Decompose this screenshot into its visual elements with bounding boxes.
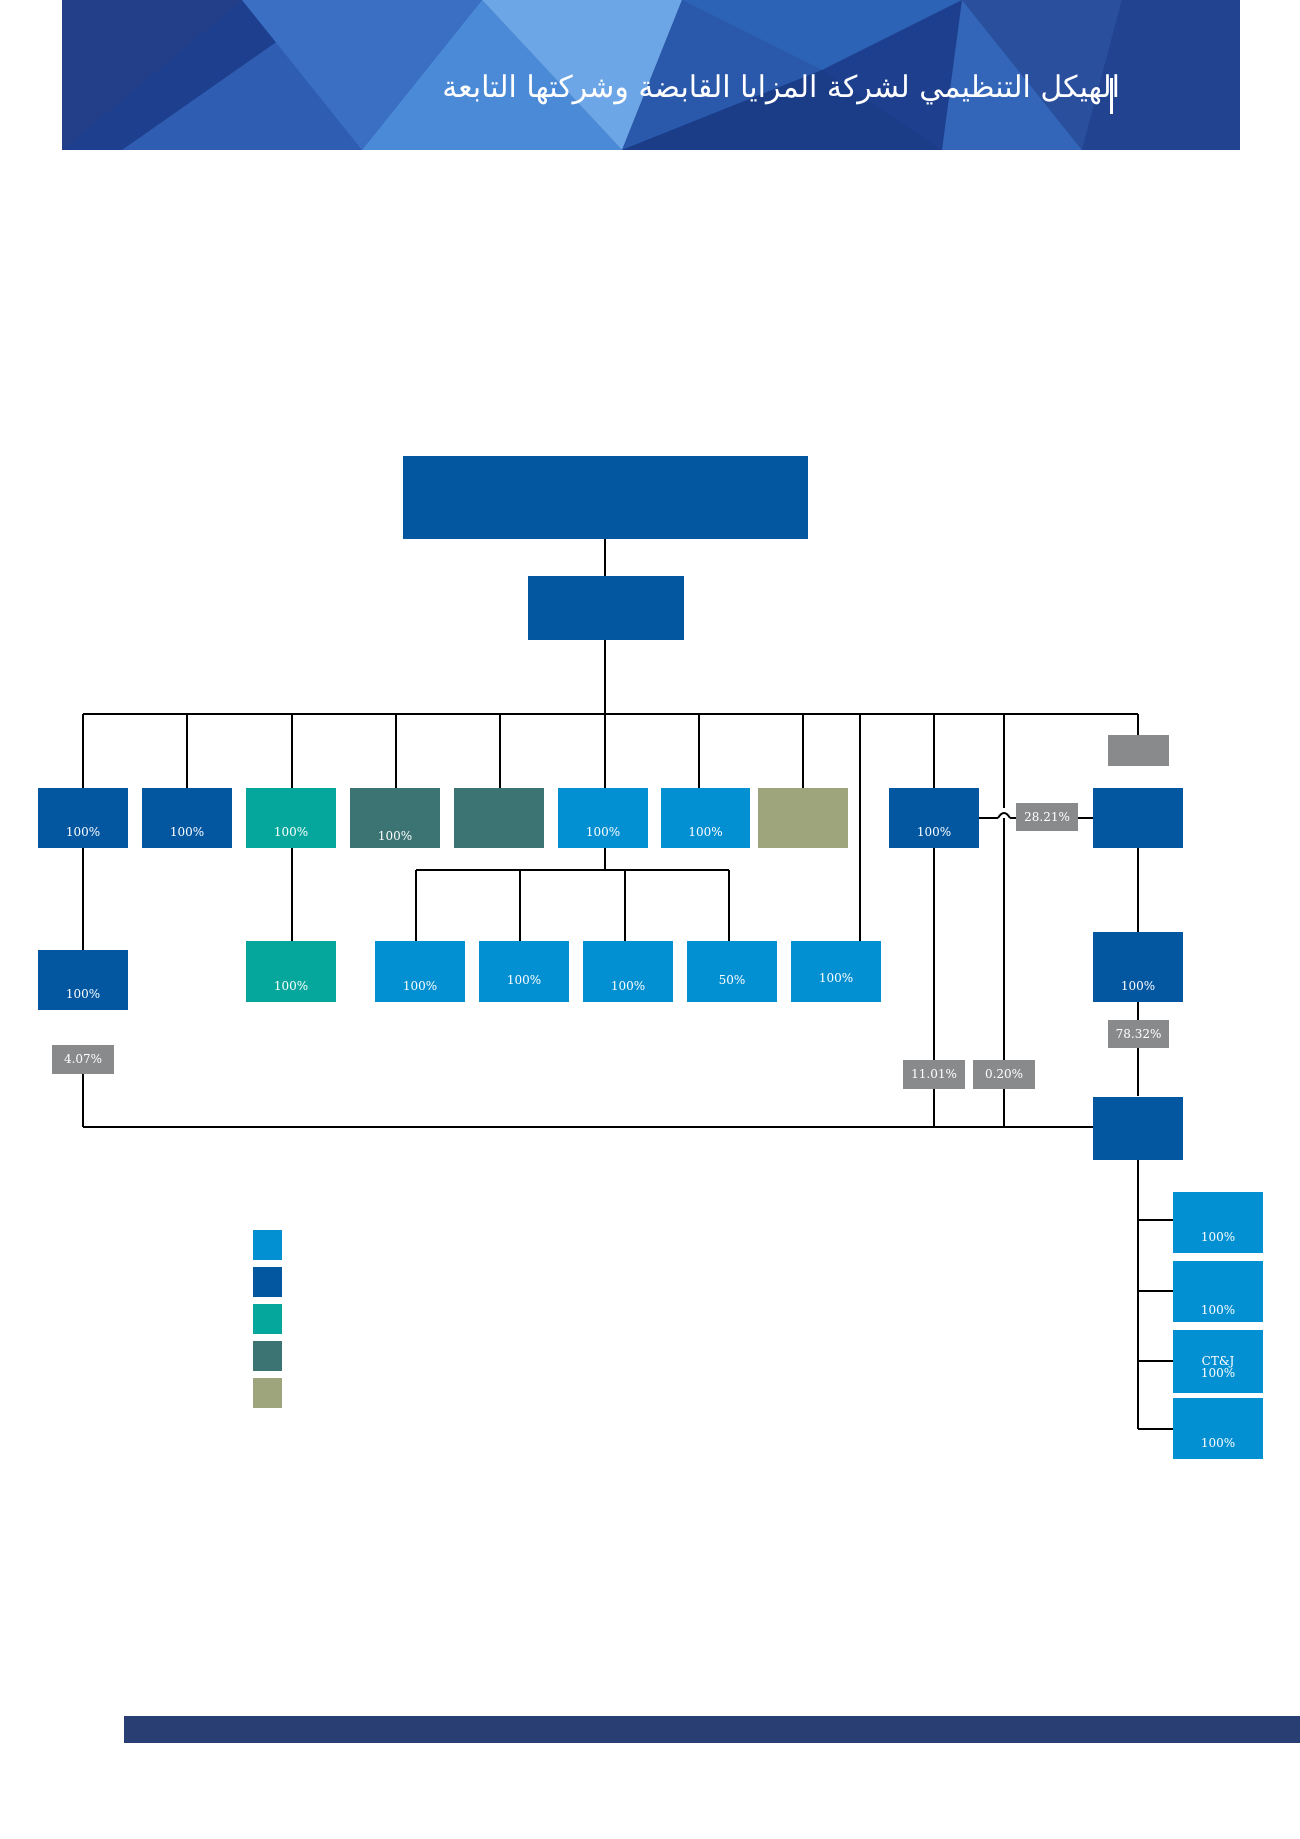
title-divider [1110, 78, 1113, 114]
subsidiary-box: 100% [142, 788, 232, 848]
ownership-label: 100% [402, 979, 438, 993]
ownership-label: 50% [718, 973, 746, 987]
header-banner: الهيكل التنظيمي لشركة المزايا القابضة وش… [62, 0, 1240, 150]
subsidiary-box: 100% [558, 788, 648, 848]
subsidiary-box: 100% [1173, 1192, 1263, 1253]
small-entity-box [1108, 735, 1169, 766]
subsidiary-box [454, 788, 544, 848]
legend-swatch-light-blue [253, 1230, 282, 1260]
ownership-label: 100% [1200, 1366, 1236, 1380]
affiliate-company-box [1093, 788, 1183, 848]
ownership-label: 100% [65, 825, 101, 839]
ownership-label: 100% [818, 971, 854, 985]
legend-swatch-teal [253, 1304, 282, 1334]
ownership-label: 100% [585, 825, 621, 839]
subsidiary-box: 100% [479, 941, 569, 1002]
ownership-label: 100% [1200, 1230, 1236, 1244]
subsidiary-box [758, 788, 848, 848]
stake-tag: 11.01% [903, 1060, 965, 1089]
ownership-label: 100% [916, 825, 952, 839]
subsidiary-box: CT&J 100% [1173, 1330, 1263, 1393]
company-abbreviation: CT&J [1201, 1354, 1235, 1368]
legend-swatch-dark-blue [253, 1267, 282, 1297]
page-title: الهيكل التنظيمي لشركة المزايا القابضة وش… [442, 70, 1120, 105]
ownership-label: 100% [1200, 1436, 1236, 1450]
ownership-label: 100% [273, 825, 309, 839]
subsidiary-box: 100% [661, 788, 750, 848]
parent-company-box [403, 456, 808, 539]
legend-swatch-olive [253, 1378, 282, 1408]
subsidiary-box: 100% [246, 941, 336, 1002]
subsidiary-box: 100% [583, 941, 673, 1002]
footer-bar [124, 1716, 1300, 1743]
subsidiary-box: 100% [375, 941, 465, 1002]
legend-swatch-dark-teal [253, 1341, 282, 1371]
ownership-label: 100% [377, 829, 413, 843]
stake-tag: 28.21% [1016, 803, 1078, 831]
ownership-label: 100% [1120, 979, 1156, 993]
ownership-label: 100% [169, 825, 205, 839]
stake-tag: 0.20% [973, 1060, 1035, 1089]
holding-company-box [528, 576, 684, 640]
subsidiary-box: 100% [38, 788, 128, 848]
stake-tag: 4.07% [52, 1045, 114, 1074]
subsidiary-box: 100% [246, 788, 336, 848]
ownership-label: 100% [1200, 1303, 1236, 1317]
subsidiary-box: 100% [889, 788, 979, 848]
stake-tag: 78.32% [1108, 1020, 1169, 1048]
subsidiary-box: 100% [1173, 1398, 1263, 1459]
listed-company-box [1093, 1097, 1183, 1160]
subsidiary-box: 100% [1173, 1261, 1263, 1322]
subsidiary-box: 50% [687, 941, 777, 1002]
banner-geometric-pattern [62, 0, 1240, 150]
ownership-label: 100% [65, 987, 101, 1001]
ownership-label: 100% [273, 979, 309, 993]
ownership-label: 100% [506, 973, 542, 987]
subsidiary-box: 100% [791, 941, 881, 1002]
ownership-label: 100% [610, 979, 646, 993]
subsidiary-box: 100% [350, 788, 440, 848]
subsidiary-box: 100% [38, 950, 128, 1010]
ownership-label: 100% [688, 825, 723, 839]
subsidiary-box: 100% [1093, 932, 1183, 1002]
